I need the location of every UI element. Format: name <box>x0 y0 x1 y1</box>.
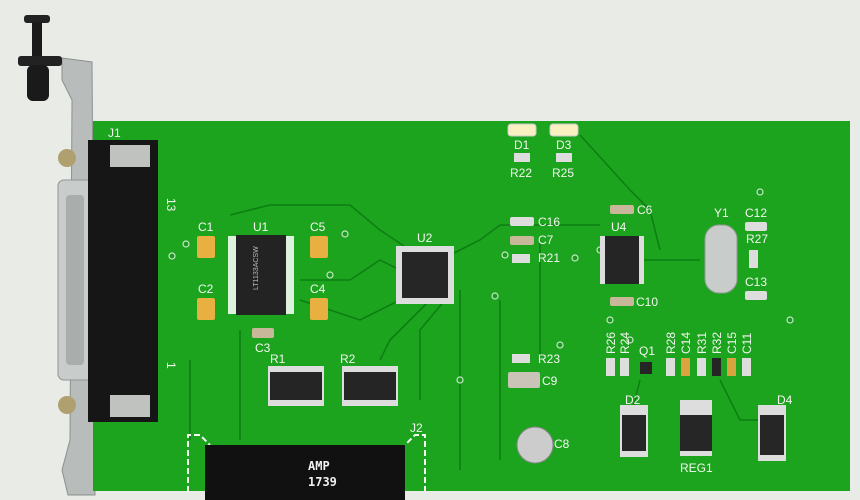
electrolytic-c8 <box>516 426 554 464</box>
label-r22: R22 <box>510 166 532 180</box>
label-c6: C6 <box>637 203 653 217</box>
label-c10: C10 <box>636 295 658 309</box>
db25-connector <box>57 140 158 422</box>
label-j1: J1 <box>108 126 121 140</box>
capacitors <box>197 123 767 388</box>
label-r21: R21 <box>538 251 560 265</box>
svg-text:1739: 1739 <box>308 475 337 489</box>
label-r1: R1 <box>270 352 286 366</box>
label-c15: C15 <box>725 332 739 354</box>
label-c1: C1 <box>198 220 214 234</box>
pcb <box>93 121 850 491</box>
label-c8: C8 <box>554 437 570 451</box>
label-r2: R2 <box>340 352 356 366</box>
label-c2: C2 <box>198 282 214 296</box>
label-r27: R27 <box>746 232 768 246</box>
label-c3: C3 <box>255 341 271 355</box>
label-c4: C4 <box>310 282 326 296</box>
label-c14: C14 <box>679 332 693 354</box>
crystal-y1 <box>704 224 738 294</box>
label-u4: U4 <box>611 220 627 234</box>
label-reg1: REG1 <box>680 461 713 475</box>
diode-d2 <box>622 415 646 451</box>
label-c12: C12 <box>745 206 767 220</box>
label-c7: C7 <box>538 233 554 247</box>
regulator-reg1 <box>680 415 712 451</box>
silkscreen-labels: J1 13 1 C1 C2 U1 C5 C4 C3 U2 R1 R2 J2 D1… <box>108 126 793 475</box>
resistor-array-r2 <box>344 372 396 400</box>
ic-u1: LT1133ACSW <box>228 235 294 315</box>
label-d2: D2 <box>625 393 641 407</box>
label-r31: R31 <box>695 332 709 354</box>
label-r23: R23 <box>538 352 560 366</box>
label-u1: U1 <box>253 220 269 234</box>
label-c11: C11 <box>740 333 754 354</box>
connector-j2 <box>205 445 405 500</box>
label-r32: R32 <box>710 332 724 354</box>
svg-text:LT1133ACSW: LT1133ACSW <box>253 246 260 290</box>
ic-u2 <box>396 246 454 304</box>
label-r25: R25 <box>552 166 574 180</box>
label-c13: C13 <box>745 275 767 289</box>
label-r24: R24 <box>618 332 632 354</box>
small-smd-row <box>606 358 751 376</box>
diode-d4 <box>760 415 784 455</box>
label-r26: R26 <box>604 332 618 354</box>
label-d4: D4 <box>777 393 793 407</box>
label-c9: C9 <box>542 374 558 388</box>
label-pin13: 13 <box>164 198 178 212</box>
label-pin1: 1 <box>164 362 178 369</box>
label-j2: J2 <box>410 421 423 435</box>
svg-text:AMP: AMP <box>308 459 330 473</box>
ic-u4 <box>605 236 639 284</box>
label-r28: R28 <box>664 332 678 354</box>
label-d1: D1 <box>514 138 530 152</box>
label-y1: Y1 <box>714 206 729 220</box>
thumb-screw-icon <box>18 15 62 101</box>
label-c16: C16 <box>538 215 560 229</box>
resistor-array-r1 <box>270 372 322 400</box>
label-d3: D3 <box>556 138 572 152</box>
label-u2: U2 <box>417 231 433 245</box>
label-q1: Q1 <box>639 344 655 358</box>
label-c5: C5 <box>310 220 326 234</box>
